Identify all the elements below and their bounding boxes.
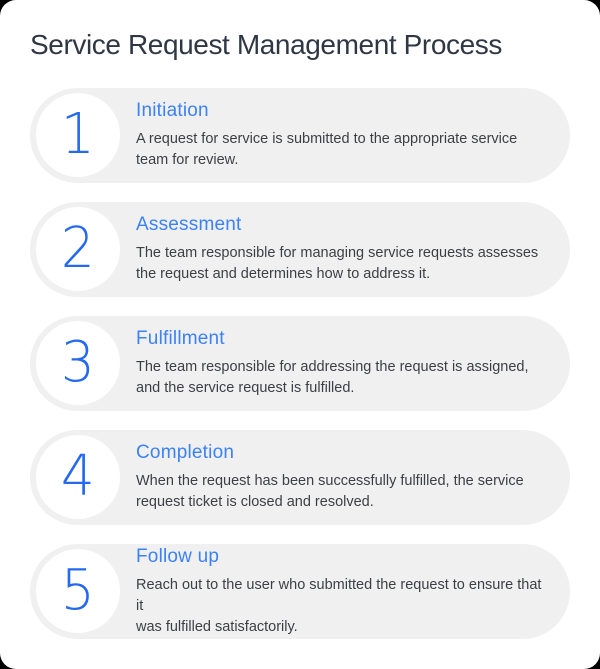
step-title: Assessment [136, 214, 242, 236]
step-item-completion: 4 Completion When the request has been s… [30, 429, 570, 525]
step-number: 1 [61, 102, 95, 168]
step-number-badge: 3 [36, 321, 120, 406]
step-description: Reach out to the user who submitted the … [136, 576, 542, 635]
step-number: 4 [61, 444, 95, 510]
step-text-block: Completion When the request has been suc… [136, 441, 548, 513]
step-text-block: Follow up Reach out to the user who subm… [136, 545, 570, 638]
step-description: When the request has been successfully f… [136, 473, 524, 511]
step-description: The team responsible for addressing the … [136, 359, 529, 397]
step-number-badge: 5 [36, 549, 120, 634]
step-description: The team responsible for managing servic… [136, 245, 539, 283]
step-number: 5 [61, 558, 95, 624]
step-title: Follow up [136, 545, 220, 567]
step-item-fulfillment: 3 Fulfillment The team responsible for a… [30, 315, 570, 411]
step-number: 3 [61, 330, 95, 396]
page-title: Service Request Management Process [30, 29, 502, 60]
step-title: Completion [136, 442, 235, 464]
step-number-badge: 2 [36, 207, 120, 292]
step-title: Initiation [136, 100, 209, 122]
step-text-block: Assessment The team responsible for mana… [136, 213, 562, 285]
process-steps-list: 1 Initiation A request for service is su… [30, 87, 570, 658]
step-item-follow-up: 5 Follow up Reach out to the user who su… [30, 543, 570, 639]
step-text-block: Fulfillment The team responsible for add… [136, 327, 553, 399]
step-text-block: Initiation A request for service is subm… [136, 99, 541, 171]
step-number-badge: 4 [36, 435, 120, 520]
step-description: A request for service is submitted to th… [136, 131, 518, 169]
step-item-initiation: 1 Initiation A request for service is su… [30, 87, 570, 183]
step-number: 2 [61, 216, 95, 282]
step-number-badge: 1 [36, 93, 120, 178]
step-title: Fulfillment [136, 328, 225, 350]
step-item-assessment: 2 Assessment The team responsible for ma… [30, 201, 570, 297]
